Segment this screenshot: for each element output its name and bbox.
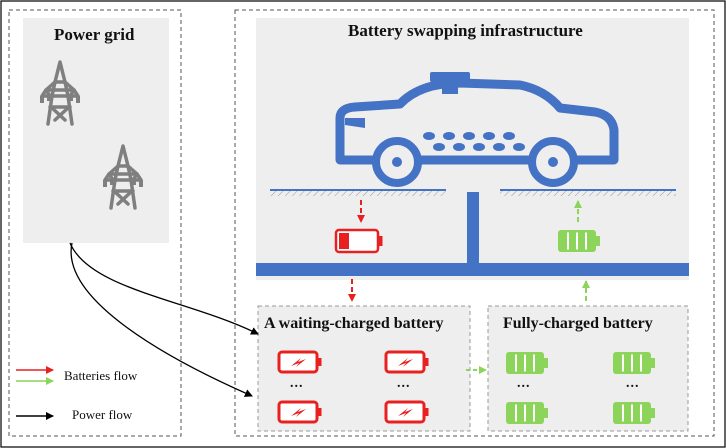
full-battery-icon — [613, 402, 655, 424]
ellipsis: ... — [626, 376, 640, 391]
charging-battery-icon — [277, 350, 323, 374]
charging-battery-icon — [384, 400, 430, 424]
full-battery-icon — [506, 352, 548, 374]
full-battery-icon — [558, 230, 600, 252]
charging-battery-icon — [277, 400, 323, 424]
ellipsis: ... — [397, 376, 411, 391]
ellipsis: ... — [517, 376, 531, 391]
ground-hatch-left — [270, 191, 446, 196]
ellipsis: ... — [290, 376, 304, 391]
legend-batteries-flow: Batteries flow — [64, 368, 138, 383]
taxi-icon — [335, 72, 619, 187]
fully-charged-title: Fully-charged battery — [503, 315, 653, 332]
charging-battery-icon — [384, 350, 430, 374]
full-battery-icon — [506, 402, 548, 424]
waiting-battery-title: A waiting-charged battery — [264, 315, 444, 332]
power-grid-title: Power grid — [54, 25, 135, 44]
low-battery-icon — [334, 228, 383, 254]
legend-power-flow: Power flow — [72, 407, 133, 422]
power-grid-box — [8, 9, 182, 437]
ground-hatch-right — [500, 191, 676, 196]
lift-base — [256, 263, 689, 276]
power-flow-arrow — [69, 242, 259, 335]
lift-column — [467, 192, 479, 264]
power-grid-panel — [23, 18, 169, 243]
infrastructure-title: Battery swapping infrastructure — [348, 21, 583, 40]
full-battery-icon — [613, 352, 655, 374]
infrastructure-box — [234, 9, 715, 437]
power-flow-arrow — [70, 242, 253, 397]
